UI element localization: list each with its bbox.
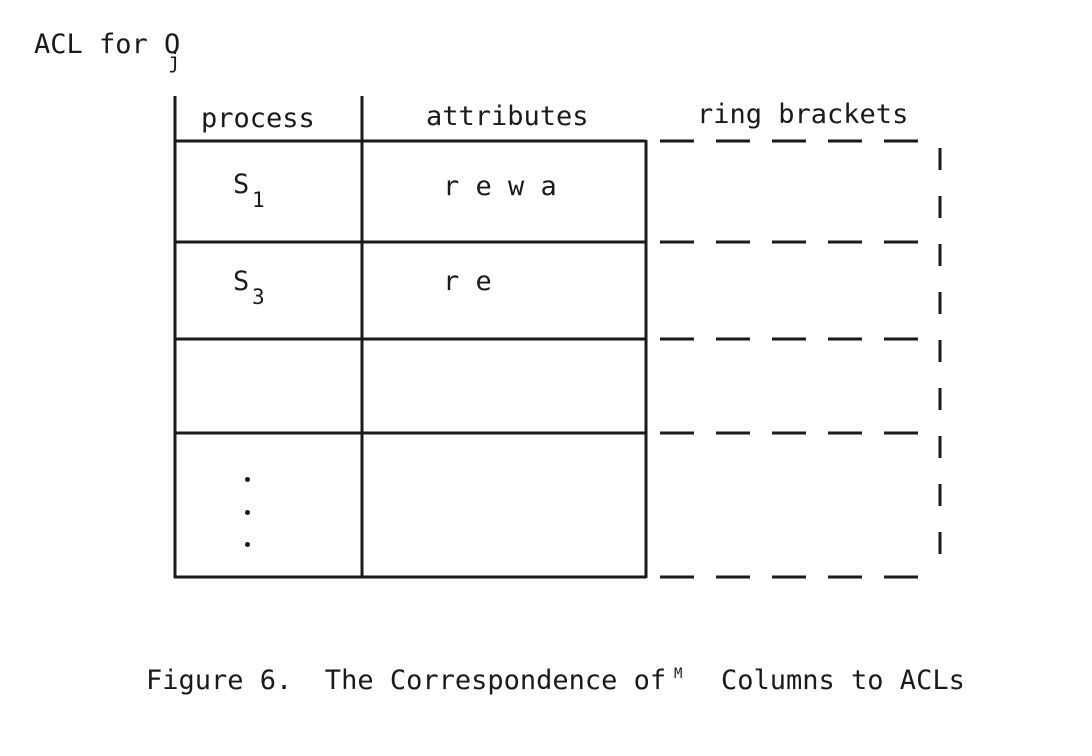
acl-title-text: ACL for O xyxy=(34,29,181,60)
process-name: S xyxy=(233,169,250,200)
attributes-value: r e xyxy=(443,266,492,297)
header-ring-brackets: ring brackets xyxy=(697,99,909,130)
header-attributes: attributes xyxy=(426,101,589,132)
caption-after: Columns to ACLs xyxy=(721,665,965,696)
attributes-value: r e w a xyxy=(443,171,557,202)
process-name: S xyxy=(233,266,250,297)
caption-symbol: M xyxy=(674,666,683,682)
acl-title-subscript: j xyxy=(168,49,181,73)
process-subscript: 1 xyxy=(252,188,265,212)
caption-before: Figure 6. The Correspondence of xyxy=(146,665,667,696)
process-subscript: 3 xyxy=(252,285,265,309)
header-process: process xyxy=(201,103,315,134)
